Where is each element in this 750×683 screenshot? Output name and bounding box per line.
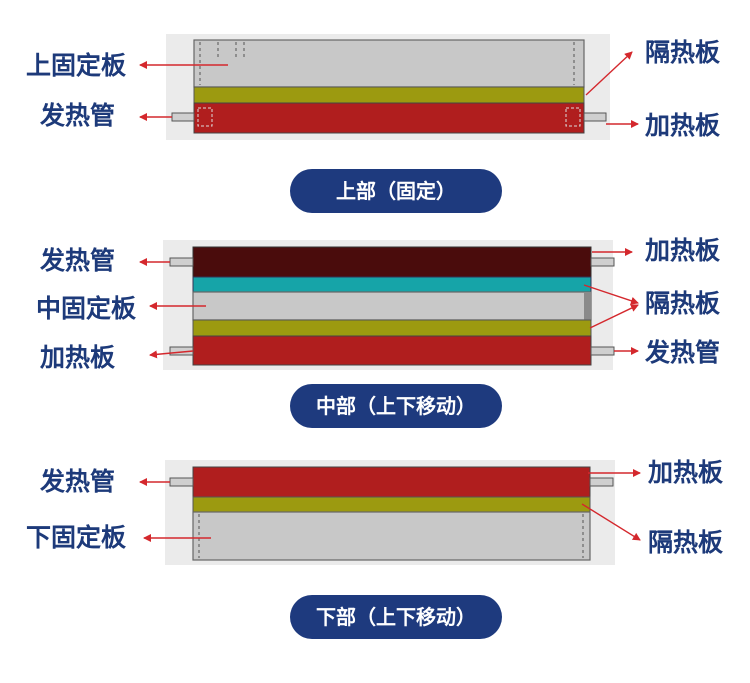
upper-heating-tube-left [171,112,195,122]
lower-heating-plate [192,466,591,498]
label-middle-heating-plate-right: 加热板 [645,236,721,265]
middle-tube-top-right [590,257,615,267]
label-middle-insulation-plate: 隔热板 [645,289,721,318]
arrow-middle-heating-left [149,350,194,359]
label-upper-insulation-plate: 隔热板 [645,38,721,67]
middle-tube-top-left [169,257,194,267]
label-middle-fixed-plate: 中固定板 [36,294,137,323]
label-upper-heating-tube: 发热管 [40,101,116,130]
upper-fixed-plate-hidden-lines [199,42,575,85]
upper-tube-channel-right [565,107,581,127]
arrow-upper-insulation [585,51,633,96]
upper-insulation-plate [193,86,585,104]
middle-olive-insulation-plate [192,319,592,337]
upper-assembly [139,34,639,140]
middle-tube-bottom-right [590,346,615,356]
middle-upper-heating-plate [192,246,592,278]
caption-upper: 上部（固定） [290,169,502,213]
label-lower-heating-plate: 加热板 [648,458,724,487]
arrow-middle-insulation-olive [589,304,639,329]
lower-assembly [139,460,641,565]
upper-tube-channel-left [197,107,213,127]
lower-insulation-plate [192,496,591,513]
label-middle-heating-tube-right: 发热管 [645,338,721,367]
label-lower-heating-tube: 发热管 [40,467,116,496]
middle-lower-heating-plate [192,335,592,366]
lower-tube-left [169,477,194,487]
middle-fixed-plate-end [584,292,591,320]
label-upper-heating-plate: 加热板 [645,111,721,140]
label-upper-fixed-plate: 上固定板 [26,51,127,80]
upper-fixed-plate [193,39,585,88]
caption-lower: 下部（上下移动） [290,595,502,639]
arrow-lower-insulation [581,503,641,541]
middle-assembly [139,240,639,370]
label-middle-heating-plate-left: 加热板 [40,343,116,372]
caption-middle: 中部（上下移动） [290,384,502,428]
arrow-middle-insulation-teal [583,284,639,305]
middle-fixed-plate [192,291,592,321]
label-middle-heating-tube-left: 发热管 [40,246,116,275]
middle-teal-insulation-plate [192,276,592,293]
label-lower-insulation-plate: 隔热板 [648,528,724,557]
lower-tube-right [589,477,614,487]
label-lower-fixed-plate: 下固定板 [26,523,127,552]
lower-fixed-plate-hidden-lines [198,514,584,558]
upper-heating-tube-right [583,112,607,122]
lower-fixed-plate [192,511,591,561]
upper-heating-plate [193,102,585,134]
